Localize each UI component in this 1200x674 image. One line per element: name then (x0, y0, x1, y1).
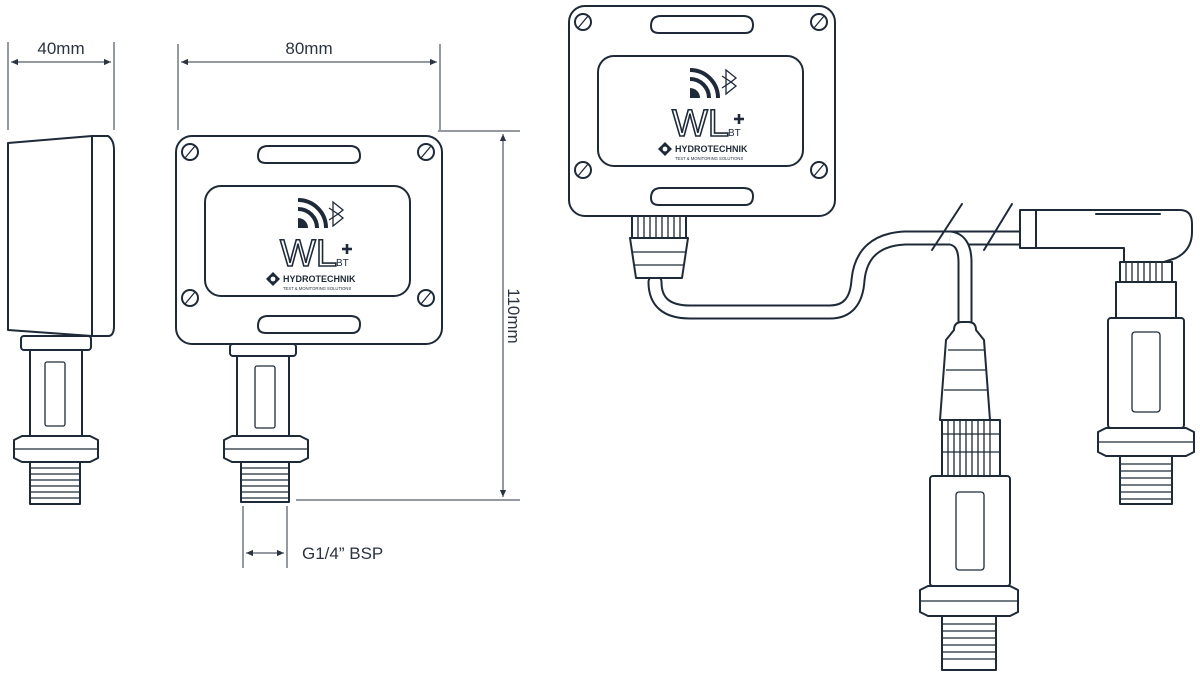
brand-name: HYDROTECHNIK (675, 144, 748, 154)
bluetooth-icon (328, 200, 345, 228)
brand-name: HYDROTECHNIK (283, 274, 356, 284)
product-logo: WL (672, 103, 729, 145)
width-label: 80mm (285, 39, 332, 58)
width-dimension: 80mm (177, 39, 441, 130)
wireless-signal-icon (297, 198, 328, 229)
hydrotechnik-logo-icon (658, 142, 672, 156)
side-view (7, 135, 115, 505)
depth-label: 40mm (37, 39, 84, 58)
screw-icon (574, 13, 828, 179)
cable-gland (629, 215, 689, 279)
height-label: 110mm (504, 288, 523, 343)
depth-dimension: 40mm (7, 39, 115, 130)
cable (647, 203, 1030, 340)
product-logo: WL (280, 233, 337, 275)
hydrotechnik-logo-icon (266, 272, 280, 286)
brand-tagline: TEST & MONITORING SOLUTIONS (283, 286, 351, 291)
screw-icon (181, 143, 435, 307)
thread-dimension: G1/4” BSP (242, 506, 383, 568)
product-suffix: BT (728, 128, 741, 139)
thread-label: G1/4” BSP (302, 544, 383, 563)
plus-icon (734, 114, 744, 124)
plus-icon (342, 244, 352, 254)
height-dimension: 110mm (296, 130, 523, 501)
product-suffix: BT (336, 258, 349, 269)
right-angle-sensor (1019, 209, 1195, 505)
wireless-signal-icon (689, 68, 720, 99)
bluetooth-icon (721, 68, 738, 96)
straight-sensor (919, 321, 1019, 671)
front-view: WL BT HYDROTECHNIK TEST & MONITORING SOL… (175, 135, 443, 503)
brand-tagline: TEST & MONITORING SOLUTIONS (675, 156, 743, 161)
assembly-view: WL BT HYDROTECHNIK TEST & MONITORING SOL… (568, 5, 1195, 671)
